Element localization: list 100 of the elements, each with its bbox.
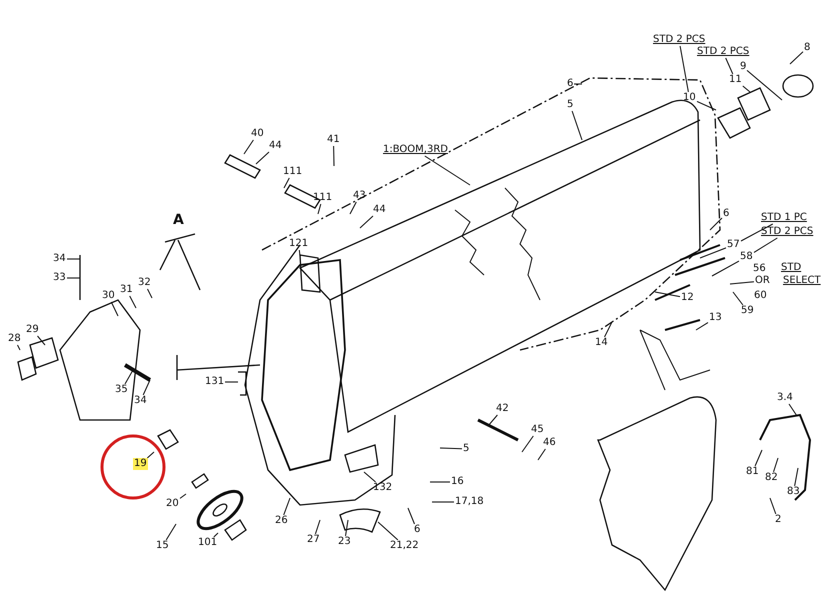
callout-number: 82 — [764, 472, 779, 484]
callout-number: 83 — [786, 486, 801, 498]
callout-number: 14 — [594, 337, 609, 349]
leader-line — [700, 247, 726, 258]
callout-number: 34 — [52, 253, 67, 265]
note-text: 1:BOOM,3RD — [382, 144, 449, 156]
callout-number: 31 — [119, 284, 134, 296]
callout-number: 16 — [450, 476, 465, 488]
leader-line — [408, 508, 415, 524]
leader-line — [284, 178, 290, 188]
callout-number: 12 — [680, 292, 695, 304]
callout-number: OR — [754, 275, 771, 287]
callout-number: 13 — [708, 312, 723, 324]
callout-number: 29 — [25, 324, 40, 336]
callout-number: 6 — [722, 208, 730, 220]
leader-line — [440, 448, 462, 450]
leader-line — [790, 51, 804, 64]
callout-number: 81 — [745, 466, 760, 478]
leader-line — [754, 238, 778, 253]
callout-number: 41 — [326, 134, 341, 146]
leader-line — [37, 336, 46, 346]
leader-line — [345, 520, 348, 536]
leader-line — [725, 58, 734, 74]
leader-line — [129, 296, 136, 308]
callout-number: 131 — [204, 376, 226, 388]
callout-number: 111 — [282, 166, 304, 178]
callout-number: 2 — [774, 514, 782, 526]
callout-number: 58 — [739, 251, 754, 263]
callout-number: 42 — [495, 403, 510, 415]
leader-line — [794, 468, 798, 486]
callout-number: 101 — [197, 537, 218, 549]
leader-line — [770, 498, 776, 514]
leader-line — [244, 140, 254, 154]
callout-number: 35 — [114, 384, 129, 396]
leader-line — [146, 452, 154, 458]
callout-number: 6 — [566, 78, 574, 90]
leader-line — [522, 436, 534, 452]
callout-number: 19 — [133, 458, 148, 470]
leader-line — [333, 146, 334, 166]
callout-number: 8 — [803, 42, 812, 54]
leader-line — [213, 532, 218, 538]
note-text: STD 2 PCS — [652, 34, 706, 46]
leader-line — [488, 414, 498, 426]
leader-line — [754, 450, 762, 466]
callout-number: 20 — [165, 498, 180, 510]
callout-number: 57 — [726, 239, 741, 251]
leader-line — [350, 202, 357, 214]
leader-line — [66, 258, 80, 260]
callout-number: 46 — [542, 437, 557, 449]
leader-line — [538, 448, 546, 460]
callout-number: 23 — [337, 536, 352, 548]
callout-number: 30 — [101, 290, 116, 302]
leader-line — [314, 520, 320, 534]
leader-line — [142, 380, 150, 396]
leader-line — [180, 494, 186, 499]
leader-line — [696, 322, 708, 330]
leader-line — [298, 250, 300, 256]
callout-number: 33 — [52, 272, 67, 284]
view-label: A — [172, 212, 185, 228]
callout-number: 11 — [728, 74, 743, 86]
callout-number: 32 — [137, 277, 152, 289]
callout-number: 3.4 — [776, 392, 794, 404]
callout-number: 34 — [133, 395, 148, 407]
leader-line — [364, 472, 376, 482]
leader-line — [124, 370, 134, 384]
callout-number: 111 — [312, 192, 334, 204]
callout-number: 26 — [274, 515, 289, 527]
leader-line — [166, 524, 176, 540]
leader-line — [740, 224, 774, 242]
callout-number: 10 — [682, 92, 697, 104]
leader-line — [654, 292, 680, 298]
leader-line — [110, 302, 118, 316]
leader-line — [710, 218, 722, 230]
leader-line — [360, 216, 374, 228]
leader-line — [604, 322, 612, 338]
callout-number: 28 — [7, 333, 22, 345]
leader-line — [788, 404, 798, 416]
callout-number: 60 — [753, 290, 768, 302]
leader-line — [378, 522, 398, 540]
leader-line — [147, 288, 152, 298]
callout-number: 56 — [752, 263, 767, 275]
note-text: STD — [780, 262, 802, 274]
callout-number: 5 — [566, 99, 574, 111]
leader-line — [730, 281, 754, 284]
callout-number: 17,18 — [454, 496, 485, 508]
leader-line — [256, 152, 270, 164]
leader-line — [318, 204, 322, 214]
callout-number: 44 — [372, 204, 387, 216]
callout-number: 5 — [462, 443, 470, 455]
callout-number: 27 — [306, 534, 321, 546]
callout-number: 40 — [250, 128, 265, 140]
leader-line — [712, 260, 740, 276]
callout-number: 44 — [268, 140, 283, 152]
note-text: STD 2 PCS — [696, 46, 750, 58]
callout-number: 21,22 — [389, 540, 420, 552]
callout-number: 121 — [288, 238, 310, 250]
leader-line — [283, 498, 290, 516]
callout-number: 6 — [413, 524, 422, 536]
leader-line — [572, 110, 582, 140]
leader-line — [746, 70, 782, 100]
